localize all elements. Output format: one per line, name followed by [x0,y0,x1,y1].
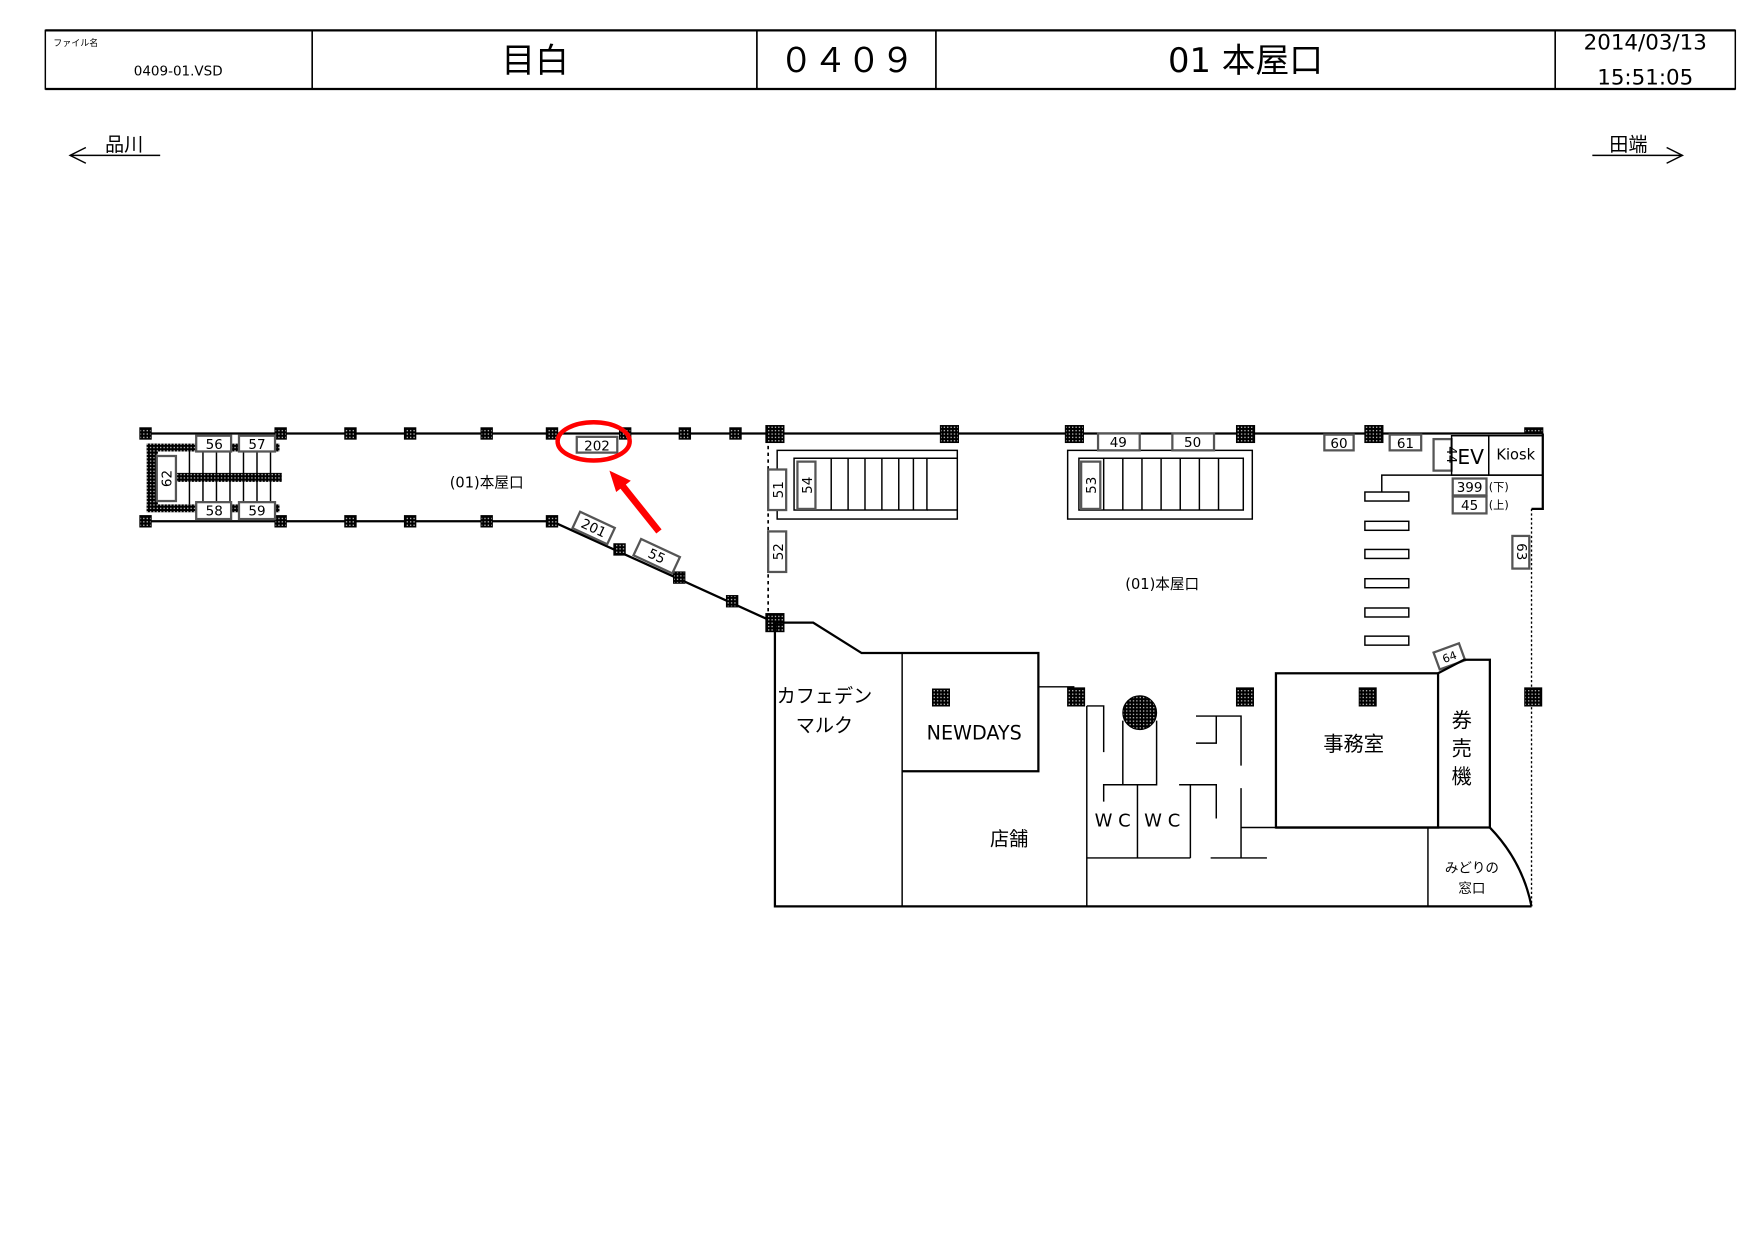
marker-61[interactable]: 61 [1388,433,1423,453]
wc-label-1: W C [1095,810,1131,831]
arrow-head-icon [609,470,631,493]
svg-text:399: 399 [1457,480,1483,496]
highlight-circle [555,419,632,463]
marker-51[interactable]: 51 [767,468,788,512]
marker-64[interactable]: 64 [1432,641,1467,671]
svg-text:61: 61 [1397,436,1414,452]
svg-text:50: 50 [1184,435,1201,451]
area-label-left: (01)本屋口 [450,475,524,492]
midori-label-2: 窓口 [1458,880,1485,897]
svg-text:53: 53 [1084,477,1100,494]
exit-name: 01 本屋口 [1168,41,1323,80]
marker-44[interactable]: 44 [1432,437,1460,472]
arrow-right-icon [1666,146,1685,164]
marker-202[interactable]: 202 [575,435,619,455]
ticket-machine-label-2: 売 [1452,736,1472,760]
marker-54[interactable]: 54 [796,460,817,511]
marker-52[interactable]: 52 [767,530,788,574]
direction-left-label: 品川 [105,133,143,156]
cafe-label-1: カフェデン [777,685,873,708]
marker-55[interactable]: 55 [632,537,682,575]
ticket-machine-label-1: 券 [1452,708,1472,732]
svg-text:59: 59 [248,504,265,520]
cafe-label-2: マルク [796,714,853,737]
highlight-arrow [620,484,662,534]
svg-text:52: 52 [771,543,787,560]
svg-text:202: 202 [584,438,610,454]
svg-text:55: 55 [645,546,667,568]
marker-62[interactable]: 62 [155,454,178,503]
up-label: (上) [1489,499,1509,512]
office-label: 事務室 [1323,732,1384,756]
svg-text:57: 57 [248,437,265,453]
svg-text:60: 60 [1330,436,1347,452]
ticket-machine-label-3: 機 [1452,765,1472,789]
area-label-main: (01)本屋口 [1125,576,1199,593]
escalator-2 [1066,449,1254,520]
pillar-round [1122,695,1158,731]
direction-right-label: 田端 [1609,133,1647,156]
marker-201[interactable]: 201 [570,510,617,546]
marker-57[interactable]: 57 [237,434,277,454]
svg-text:45: 45 [1461,498,1478,514]
marker-50[interactable]: 50 [1171,432,1216,452]
down-label: (下) [1489,481,1509,494]
file-label: ファイル名 [53,37,98,49]
marker-60[interactable]: 60 [1323,433,1355,453]
kiosk-label: Kiosk [1496,446,1535,463]
kiosk[interactable]: Kiosk [1488,434,1544,476]
shop-label: 店舗 [990,828,1028,851]
station-name: 目白 [501,41,569,80]
title-block: ファイル名 0409-01.VSD 目白 ０４０９ 01 本屋口 2014/03… [44,29,1737,90]
wc-label-2: W C [1144,810,1180,831]
highlight-annotation [555,419,662,534]
walls [144,432,1544,907]
marker-49[interactable]: 49 [1096,432,1141,452]
date: 2014/03/13 [1584,31,1707,56]
svg-text:63: 63 [1513,543,1529,560]
svg-text:51: 51 [771,481,787,498]
marker-56[interactable]: 56 [195,434,233,454]
direction-left: 品川 [68,133,161,164]
file-name: 0409-01.VSD [134,63,223,79]
svg-text:54: 54 [800,477,816,494]
marker-labels: 56 57 58 59 62 202 201 55 51 52 54 53 49… [155,432,1531,671]
svg-text:49: 49 [1110,435,1127,451]
marker-58[interactable]: 58 [195,501,233,521]
ev-label: EV [1457,445,1484,469]
arrow-left-icon [68,146,87,164]
marker-63[interactable]: 63 [1511,534,1531,570]
marker-53[interactable]: 53 [1080,460,1102,511]
marker-45[interactable]: 45 [1451,495,1488,515]
marker-399[interactable]: 399 [1451,477,1488,497]
marker-59[interactable]: 59 [237,501,277,521]
midori-label-1: みどりの [1445,861,1499,877]
time: 15:51:05 [1597,65,1693,90]
station-code: ０４０９ [779,41,914,80]
direction-right: 田端 [1592,133,1685,164]
lower-building [773,621,1533,908]
newdays-label: NEWDAYS [927,722,1022,745]
svg-text:62: 62 [159,470,175,487]
ticket-gates [1364,491,1410,646]
svg-text:56: 56 [206,437,223,453]
svg-text:64: 64 [1441,649,1459,666]
elevator[interactable]: EV [1450,434,1490,476]
svg-text:58: 58 [206,504,223,520]
columns [139,425,1544,707]
